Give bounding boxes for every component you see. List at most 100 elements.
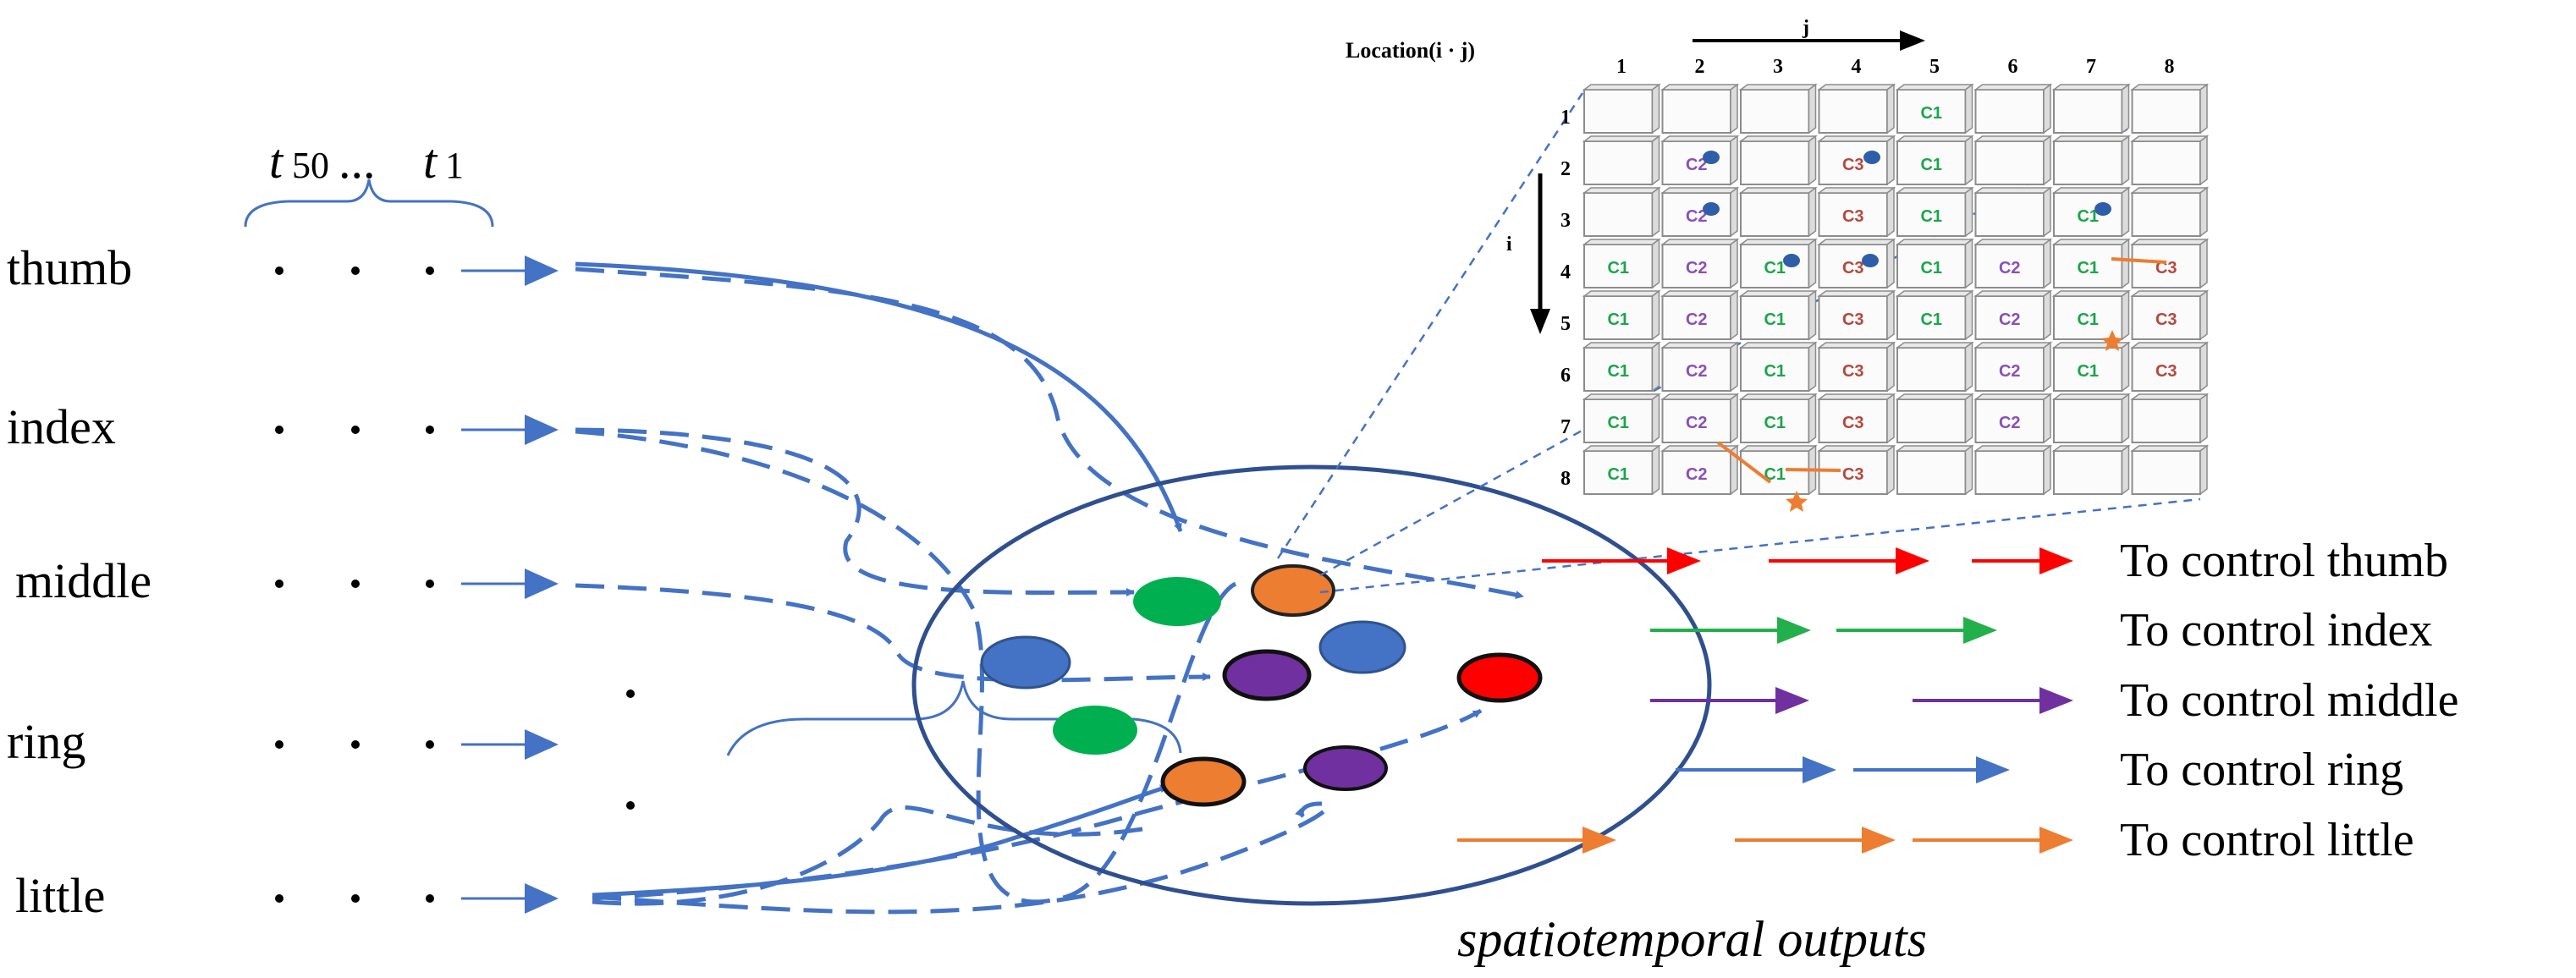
cell-label: C1 — [1607, 414, 1629, 432]
grid-cell: C2 — [1660, 186, 1740, 238]
connection-dashed — [592, 801, 1330, 915]
grid-cell — [1973, 444, 2053, 496]
cell-label: C2 — [1686, 156, 1708, 174]
grid-marks — [1703, 151, 2167, 512]
cell-label: C1 — [1607, 259, 1629, 277]
outputs-caption: spatiotemporal outputs — [1457, 911, 1927, 967]
cell-label: C2 — [1686, 465, 1708, 484]
grid-cell: C1 — [1895, 135, 1974, 186]
output-arrowhead — [1803, 756, 1836, 783]
grid-cell: C3 — [1817, 444, 1896, 496]
cell-label: C2 — [1686, 362, 1708, 381]
cell-label: C2 — [1686, 207, 1708, 226]
blue-dot — [1783, 254, 1800, 267]
connection-dashed — [575, 427, 1135, 597]
finger-label: thumb — [7, 240, 132, 295]
sequence-dot — [275, 894, 283, 903]
grid-cell: C3 — [1817, 341, 1896, 393]
input-arrowhead — [525, 883, 559, 914]
cell-label: C1 — [1607, 362, 1629, 381]
grid-cell — [1895, 444, 1974, 496]
output-label: To control little — [2120, 814, 2414, 866]
sequence-dot — [351, 266, 360, 275]
connection-solid — [592, 784, 1169, 898]
connection-dashed — [575, 583, 1211, 683]
cell-label: C3 — [1842, 207, 1864, 226]
i-axis-arrowhead — [1530, 309, 1550, 334]
cell-label: C1 — [2077, 259, 2099, 277]
neuron-blue — [1318, 620, 1406, 674]
grid-cell: C2 — [1973, 393, 2053, 444]
ellipsis-dot — [626, 690, 635, 698]
j-axis-arrowhead — [1900, 30, 1925, 51]
grid-cell: C1 — [1738, 393, 1818, 444]
grid-cell: C2 — [1660, 135, 1740, 186]
cell-label: C1 — [1607, 310, 1629, 329]
grid-cell: C2 — [1973, 238, 2053, 289]
ring-brace — [726, 680, 1182, 756]
cell-label: C1 — [1920, 104, 1942, 123]
neuron-orange — [1251, 564, 1335, 617]
cell-label: C1 — [1920, 156, 1942, 174]
sequence-dot — [351, 426, 360, 434]
orange-star — [2101, 330, 2123, 351]
grid-col-number: 3 — [1773, 56, 1783, 78]
orange-stroke — [1716, 441, 1772, 484]
grid-cell — [2051, 444, 2131, 496]
neuron-orange — [1160, 756, 1247, 807]
time-end-sub: 1 — [445, 145, 464, 186]
grid-cell — [1817, 83, 1896, 135]
cell-label: C3 — [2155, 310, 2177, 329]
grid-row-number: 5 — [1560, 313, 1571, 335]
neuron-purple — [1303, 745, 1388, 791]
grid-cell: C2 — [1973, 341, 2053, 393]
cell-label: C1 — [1607, 465, 1629, 484]
cell-label: C3 — [1842, 156, 1864, 174]
grid-cell — [2130, 135, 2210, 186]
grid-col-number: 7 — [2086, 56, 2096, 78]
cell-label: C1 — [1764, 465, 1786, 484]
grid-cell — [1738, 83, 1818, 135]
finger-label: index — [7, 399, 116, 454]
input-arrowhead — [525, 569, 559, 599]
grid-title: Location(i · j) — [1346, 38, 1475, 63]
grid-cell: C1 — [2051, 238, 2131, 289]
cell-label: C1 — [1764, 414, 1786, 432]
cell-label: C2 — [1999, 362, 2021, 381]
grid-cell: C1 — [1895, 289, 1974, 341]
cell-label: C2 — [1686, 414, 1708, 432]
neuron-red — [1456, 652, 1543, 703]
grid-cell: C2 — [1660, 341, 1740, 393]
connection-solid — [575, 261, 1183, 532]
sequence-dot — [275, 580, 283, 588]
grid-cell: C1 — [1582, 341, 1661, 393]
grid-cell: C1 — [1738, 444, 1818, 496]
sequence-dot — [426, 580, 434, 588]
time-start-var: t — [269, 134, 284, 189]
grid-col-number: 1 — [1616, 56, 1627, 78]
blue-dot — [1863, 151, 1880, 164]
output-label: To control thumb — [2120, 535, 2448, 587]
blue-dot — [2094, 202, 2111, 216]
finger-row-thumb: thumb — [7, 240, 559, 295]
grid-cell — [2130, 186, 2210, 238]
orange-stroke — [2111, 257, 2167, 264]
time-label: t 50 ... t 1 — [269, 134, 464, 189]
finger-label: ring — [7, 714, 85, 769]
finger-label: little — [15, 868, 105, 923]
sequence-dot — [426, 894, 434, 903]
output-arrowhead — [1582, 827, 1616, 854]
time-start-sub: 50 — [292, 145, 329, 186]
output-row: To control little — [1457, 814, 2414, 866]
sequence-dot — [275, 740, 283, 749]
input-arrowhead — [525, 415, 559, 445]
sequence-dot — [426, 426, 434, 434]
grid-cell: C3 — [1817, 238, 1896, 289]
grid-cell — [2051, 393, 2131, 444]
output-arrowhead — [1777, 617, 1811, 644]
grid-cell: C1 — [1582, 238, 1661, 289]
grid-cell — [2130, 444, 2210, 496]
cell-label: C1 — [1764, 362, 1786, 381]
